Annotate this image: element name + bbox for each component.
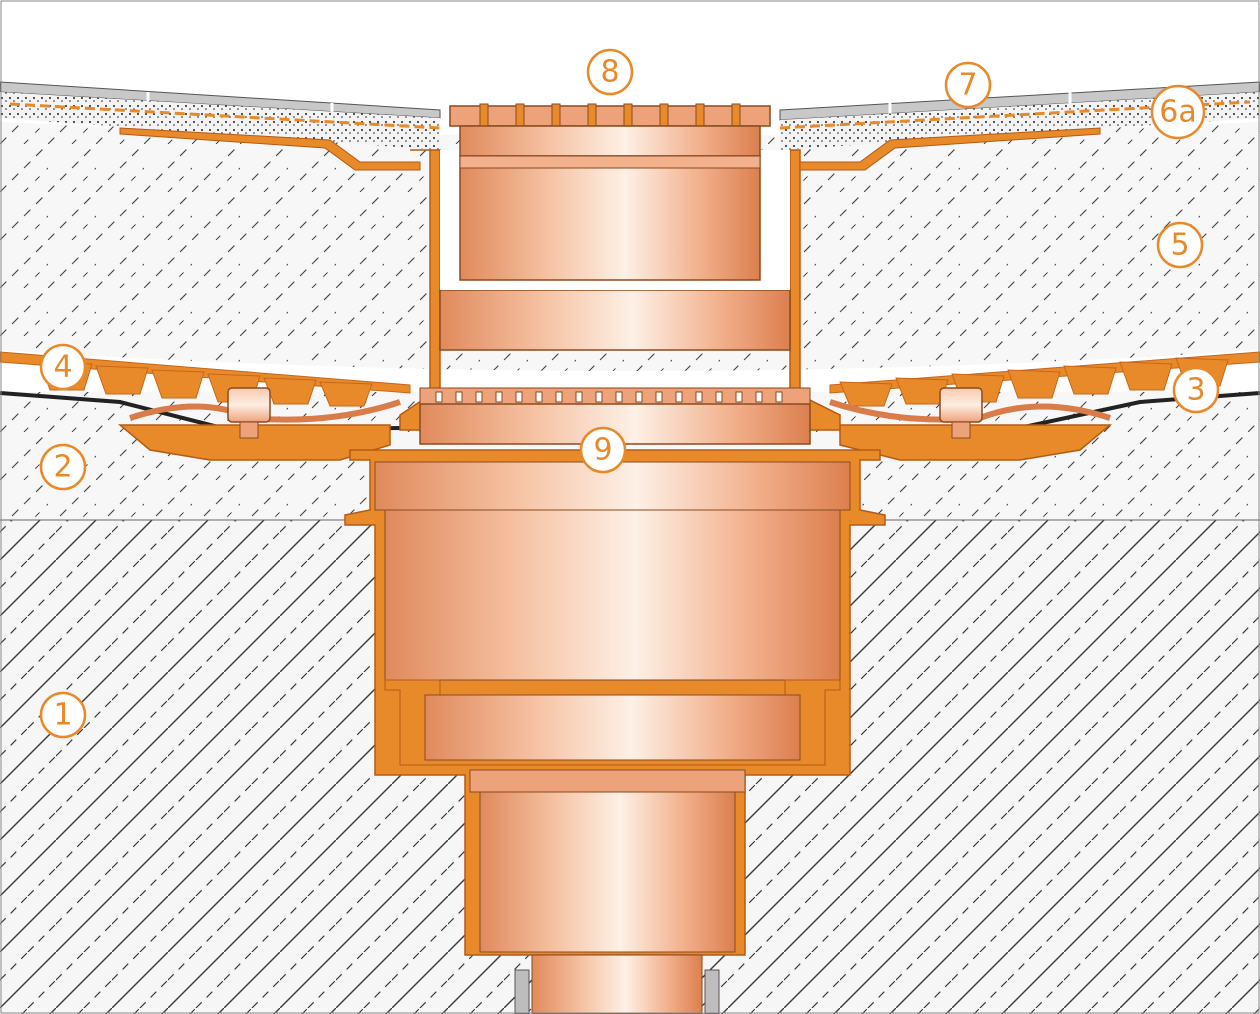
pipe-clamp-left (514, 969, 530, 1014)
callout-6a: 6a (1150, 84, 1206, 140)
drain-body-upper (384, 509, 841, 681)
outlet-pipe-lower (531, 954, 703, 1014)
svg-text:3: 3 (1186, 373, 1205, 408)
outlet-seal-ring (469, 769, 746, 793)
svg-text:6a: 6a (1159, 95, 1196, 130)
callout-9: 9 (579, 426, 627, 474)
svg-text:5: 5 (1170, 228, 1189, 263)
callout-4: 4 (39, 343, 87, 391)
callout-1: 1 (39, 691, 87, 739)
lower-grate-slots (435, 391, 783, 403)
svg-text:4: 4 (53, 350, 72, 385)
upper-flange-right (799, 127, 1101, 171)
callout-5: 5 (1156, 221, 1204, 269)
bolt-left (227, 387, 271, 439)
grating-insert-body (459, 155, 761, 281)
callout-8: 8 (586, 48, 634, 96)
svg-text:8: 8 (600, 55, 619, 90)
pipe-clamp-right (704, 969, 720, 1014)
callout-3: 3 (1172, 366, 1220, 414)
drain-body-lower (424, 694, 801, 761)
upper-flange-left (119, 127, 421, 171)
svg-text:2: 2 (53, 450, 72, 485)
clamping-flange-left (117, 424, 391, 461)
tile-right (779, 81, 1260, 121)
outlet-pipe-upper (479, 791, 736, 953)
grating-collar (459, 125, 761, 157)
clamping-flange-right (839, 424, 1113, 461)
grating-insert-rim (459, 155, 761, 169)
svg-text:1: 1 (53, 698, 72, 733)
matting-left (9, 102, 441, 130)
callout-7: 7 (944, 61, 992, 109)
grating-frame (449, 105, 771, 127)
callout-2: 2 (39, 443, 87, 491)
tile-adhesive-right (780, 92, 1260, 150)
top-space (0, 0, 1260, 97)
svg-text:7: 7 (958, 68, 977, 103)
inner-sleeve (439, 289, 791, 351)
tile-adhesive-left (0, 92, 440, 150)
svg-text:9: 9 (593, 433, 612, 468)
bolt-right (939, 387, 983, 439)
